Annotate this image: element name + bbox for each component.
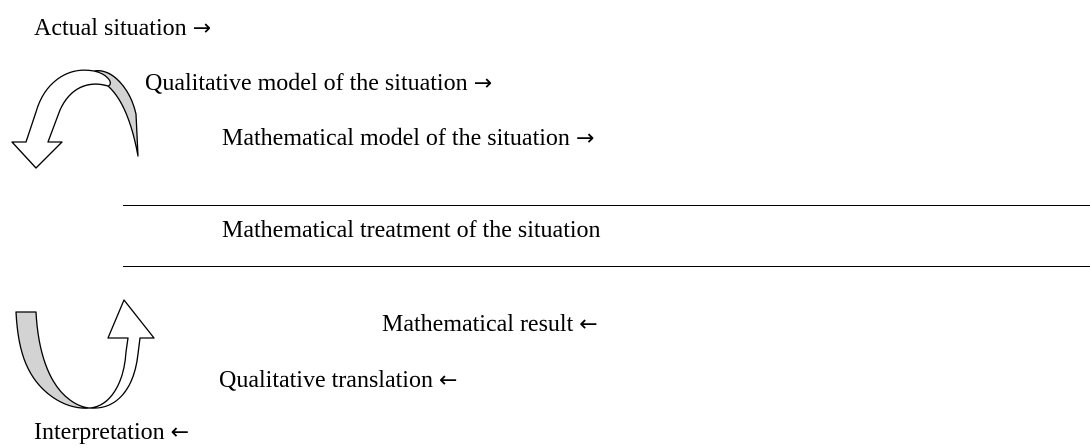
step-label: Mathematical result: [382, 311, 574, 337]
step-label: Qualitative model of the situation: [145, 70, 468, 96]
right-arrow-icon: →: [192, 16, 212, 41]
step-qualitative-model: Qualitative model of the situation→: [145, 69, 492, 98]
step-mathematical-result: Mathematical result←: [382, 310, 598, 339]
divider-bottom: [123, 266, 1090, 267]
divider-top: [123, 205, 1090, 206]
right-arrow-icon: →: [473, 71, 493, 96]
step-label: Mathematical model of the situation: [222, 125, 570, 151]
left-arrow-icon: ←: [170, 420, 190, 445]
curved-arrow-up-icon: [15, 299, 155, 409]
left-arrow-icon: ←: [579, 312, 598, 337]
step-label: Qualitative translation: [219, 367, 433, 393]
right-arrow-icon: →: [575, 126, 595, 151]
treatment-label: Mathematical treatment of the situation: [222, 217, 601, 243]
step-actual-situation: Actual situation→: [34, 14, 211, 43]
step-label: Interpretation: [34, 419, 165, 445]
left-arrow-icon: ←: [438, 368, 458, 393]
step-qualitative-translation: Qualitative translation←: [219, 366, 457, 395]
mathematical-treatment: Mathematical treatment of the situation: [222, 216, 601, 244]
step-interpretation: Interpretation←: [34, 418, 189, 447]
step-label: Actual situation: [34, 15, 187, 41]
curved-arrow-down-icon: [11, 69, 139, 169]
step-mathematical-model: Mathematical model of the situation→: [222, 124, 594, 153]
